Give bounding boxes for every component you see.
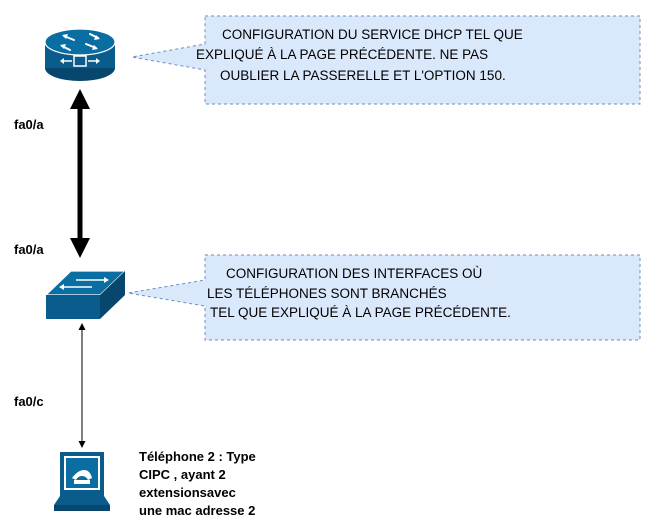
switch-config-callout: CONFIGURATION DES INTERFACES OÙ LES TÉLÉ… [127,254,641,341]
switch-uplink-port-label: fa0/a [14,242,44,257]
router-icon[interactable] [44,28,116,81]
switch-callout-line-2: LES TÉLÉPHONES SONT BRANCHÉS [207,286,447,301]
router-port-label: fa0/a [14,117,44,132]
router-callout-line-1: CONFIGURATION DU SERVICE DHCP TEL QUE [222,27,523,42]
switch-callout-line-3: TEL QUE EXPLIQUÉ À LA PAGE PRÉCÉDENTE. [210,305,511,320]
phone-label-line-4: une mac adresse 2 [139,503,255,518]
switch-icon[interactable] [44,270,127,319]
phone-label: Téléphone 2 : Type CIPC , ayant 2 extens… [139,449,256,518]
switch-callout-line-1: CONFIGURATION DES INTERFACES OÙ [226,266,482,281]
phone-label-line-3: extensionsavec [139,485,236,500]
ip-phone-icon[interactable] [54,452,110,511]
phone-label-line-1: Téléphone 2 : Type [139,449,256,464]
router-callout-shape [131,15,641,105]
switch-callout-shape [127,254,641,341]
router-callout-line-3: OUBLIER LA PASSERELLE ET L'OPTION 150. [220,68,506,83]
switch-access-port-label: fa0/c [14,394,44,409]
router-callout-line-2: EXPLIQUÉ À LA PAGE PRÉCÉDENTE. NE PAS [196,47,488,62]
router-config-callout: CONFIGURATION DU SERVICE DHCP TEL QUE EX… [131,15,641,105]
phone-label-line-2: CIPC , ayant 2 [139,467,226,482]
